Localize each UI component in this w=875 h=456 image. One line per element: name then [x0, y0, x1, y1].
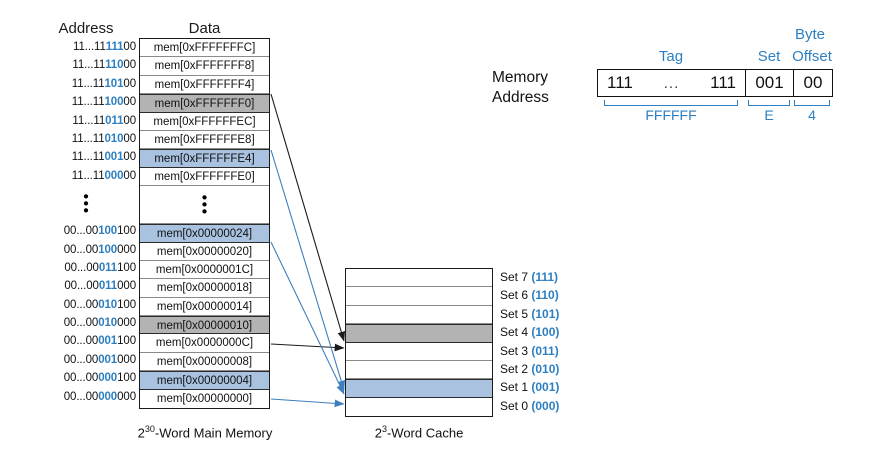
- memory-data-cell: mem[0x00000024]: [140, 224, 269, 243]
- cache-caption-rest: -Word Cache: [386, 425, 464, 441]
- offset-hex-value: 4: [808, 107, 816, 123]
- memory-data-cell: mem[0x00000008]: [140, 352, 269, 372]
- cache-set-labels: Set 7 (111) Set 6 (110) Set 5 (101) Set 4 (…: [500, 268, 620, 415]
- cache-caption-base: 2: [374, 425, 382, 441]
- memory-address-label-line2: Address: [492, 89, 549, 106]
- memory-data-cell: mem[0xFFFFFFE4]: [140, 149, 269, 168]
- tag-hex-value: FFFFFF: [645, 107, 697, 123]
- tag-left-bits: 111: [607, 73, 633, 92]
- cache-set-label: Set 4 (100): [500, 325, 560, 340]
- cache-set-row: [346, 360, 492, 380]
- offset-brace: [794, 100, 830, 106]
- address-ellipsis: •••: [83, 188, 89, 220]
- cache-set-row: [346, 287, 492, 306]
- cache-set-label: Set 5 (101): [500, 306, 560, 321]
- cache-set-row: [346, 324, 492, 343]
- offset-field-label: Offset: [792, 48, 832, 65]
- cache-caption-exponent: 3: [381, 424, 387, 434]
- memory-address-box: 111 ... 111 001 00: [597, 69, 833, 97]
- tag-right-bits: 111: [710, 73, 736, 92]
- memory-address-label-line1: Memory: [492, 69, 548, 86]
- memory-data-cell: mem[0x0000000C]: [140, 334, 269, 353]
- memory-data-cell: mem[0xFFFFFFF8]: [140, 57, 269, 76]
- address-column-header: Address: [58, 20, 114, 37]
- memory-address-row: 00...00011000: [64, 280, 136, 293]
- tag-ellipsis: ...: [663, 74, 680, 92]
- memory-data-cell: mem[0x0000001C]: [140, 260, 269, 280]
- memory-address-row: 00...00000000: [63, 390, 136, 403]
- cache-table: [345, 268, 493, 418]
- offset-brace-group: 4: [794, 100, 830, 123]
- memory-data-cell: mem[0xFFFFFFF0]: [140, 94, 269, 113]
- memory-data-cell: mem[0x00000004]: [140, 371, 269, 390]
- memory-data-cell: mem[0xFFFFFFEC]: [140, 112, 269, 131]
- memory-data-cell: mem[0x00000018]: [140, 279, 269, 298]
- memory-address-row: 00...00001000: [63, 353, 136, 366]
- memory-address-row: 00...00000100: [63, 372, 136, 385]
- memory-ellipsis-cell: •••: [140, 186, 269, 225]
- cache-set-row: [346, 305, 492, 325]
- tag-brace-group: FFFFFF: [604, 100, 738, 123]
- cache-set-row: [346, 379, 492, 398]
- cache-set-label: Set 3 (011): [500, 343, 559, 358]
- memory-address-row: 11...1101100: [72, 114, 136, 127]
- cache-set-label: Set 0 (000): [500, 398, 560, 413]
- cache-set-label: Set 6 (110): [500, 288, 559, 303]
- memory-address-row: 11...1110000: [71, 96, 136, 109]
- memory-data-cell: mem[0x00000014]: [140, 297, 269, 317]
- set-hex-value: E: [764, 107, 774, 123]
- memory-caption-exponent: 30: [144, 424, 155, 434]
- memory-data-cell: mem[0x00000010]: [140, 316, 269, 335]
- cache-set-row: [346, 342, 492, 361]
- cache-caption: 23-Word Cache: [345, 424, 493, 440]
- memory-address-row: 11...1110100: [71, 77, 136, 90]
- set-field-label: Set: [757, 48, 781, 65]
- tag-field-label: Tag: [658, 48, 684, 65]
- memory-address-row: 00...00011100: [64, 261, 136, 274]
- memory-address-label: Memory Address: [492, 68, 549, 108]
- memory-caption-rest: -Word Main Memory: [154, 425, 273, 441]
- offset-segment: 00: [803, 73, 823, 92]
- address-column: 11...1111100 11...1111000 11...1110100 11..…: [36, 38, 136, 406]
- main-memory-caption: 230-Word Main Memory: [100, 424, 310, 440]
- memory-address-row: 11...1111000: [72, 59, 136, 72]
- memory-data-cell: mem[0x00000000]: [140, 389, 269, 409]
- cache-set-label: Set 1 (001): [500, 380, 560, 395]
- set-brace: [748, 100, 790, 106]
- memory-address-row: 11...1100000: [71, 169, 136, 182]
- memory-address-row: 00...00001100: [63, 335, 136, 348]
- set-segment: 001: [746, 70, 794, 96]
- main-memory-table: mem[0xFFFFFFFC]mem[0xFFFFFFF8]mem[0xFFFF…: [139, 38, 270, 410]
- memory-address-row: 00...00010100: [63, 298, 136, 311]
- memory-data-cell: mem[0xFFFFFFFC]: [140, 39, 269, 58]
- memory-address-row: 11...1100100: [71, 151, 136, 164]
- cache-set-label: Set 2 (010): [500, 361, 560, 376]
- memory-address-row: 11...1111100: [73, 41, 136, 53]
- memory-address-row: 00...00010000: [63, 317, 136, 330]
- data-column-header: Data: [188, 20, 221, 37]
- cache-set-label: Set 7 (111): [500, 270, 559, 284]
- tag-segment: 111 ... 111: [598, 70, 746, 96]
- set-brace-group: E: [748, 100, 790, 123]
- memory-data-cell: mem[0xFFFFFFE0]: [140, 167, 269, 187]
- memory-data-cell: mem[0xFFFFFFF4]: [140, 75, 269, 95]
- memory-caption-base: 2: [137, 425, 145, 441]
- memory-address-row: 00...00100000: [63, 243, 136, 256]
- memory-data-cell: mem[0xFFFFFFE8]: [140, 130, 269, 150]
- cache-set-row: [346, 397, 492, 417]
- cache-set-row: [346, 269, 492, 288]
- tag-brace: [604, 100, 738, 106]
- memory-address-row: 11...1101000: [71, 132, 136, 145]
- memory-data-cell: mem[0x00000020]: [140, 242, 269, 261]
- byte-field-label: Byte: [794, 26, 825, 43]
- memory-address-row: 00...00100100: [63, 225, 136, 238]
